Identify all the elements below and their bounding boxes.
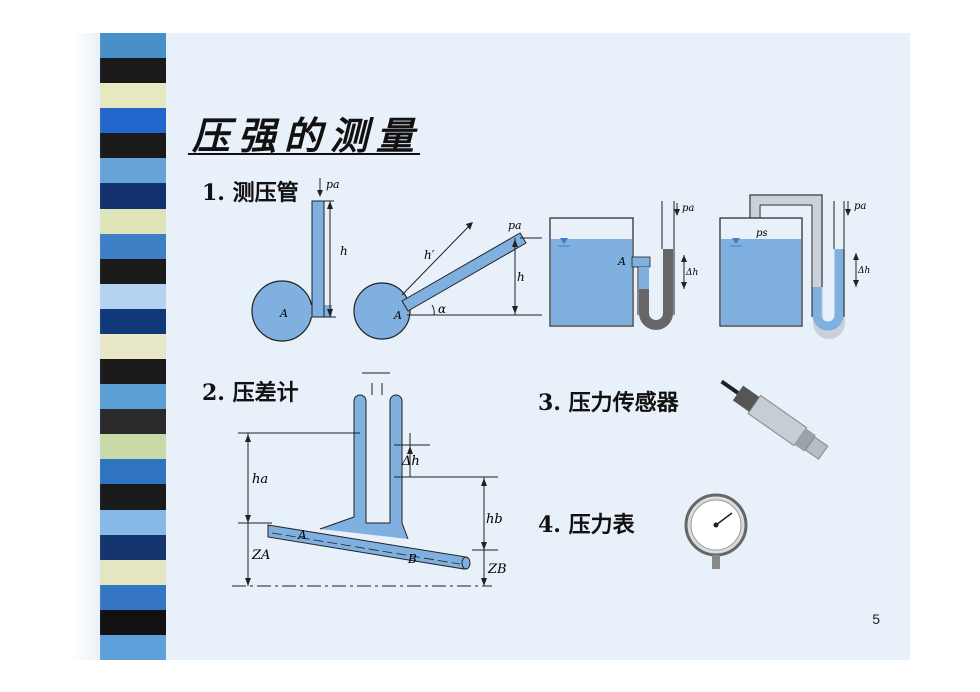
stripe (100, 384, 166, 410)
point-a-label: A (297, 528, 307, 542)
stripe (100, 259, 166, 285)
section-label-pressure-sensor: 3. 压力传感器 (538, 390, 679, 416)
section-label-piezometer: 1. 测压管 (202, 180, 299, 206)
stripe-fade (72, 33, 102, 660)
h-prime-label: h′ (424, 248, 435, 262)
diagrams-canvas: pa h A h′ pa h A α (232, 178, 870, 587)
delta-h-label: Δh (685, 268, 698, 278)
closed-tank-manometer: pa ps Δh (719, 194, 870, 339)
stripe (100, 209, 166, 235)
tank-u-manometer: pa A Δh (549, 201, 698, 330)
differential-manometer: Δh ha hb ZA ZB A B (232, 372, 507, 587)
pressure-sensor-icon (720, 379, 829, 460)
stripe (100, 58, 166, 84)
ha-label: ha (252, 472, 268, 487)
section-label-pressure-gauge: 4. 压力表 (538, 512, 635, 538)
slant-arrow (401, 222, 473, 296)
inclined-tube (401, 232, 527, 312)
pa-label: pa (326, 178, 340, 191)
stripe (100, 635, 166, 660)
stripe (100, 459, 166, 485)
point-b-label: B (407, 552, 417, 566)
stripe (100, 535, 166, 561)
piezometer-inclined: h′ pa h A α (353, 219, 542, 340)
title-underline (188, 153, 420, 155)
stripe (100, 334, 166, 360)
stripe (100, 133, 166, 159)
stripe (100, 309, 166, 335)
stripe (100, 434, 166, 460)
stripe (100, 510, 166, 536)
point-a-label: A (279, 307, 288, 320)
hb-label: hb (486, 512, 503, 527)
tank-fluid (551, 239, 632, 325)
zb-label: ZB (487, 562, 507, 577)
section-label-differential-manometer: 2. 压差计 (202, 380, 299, 406)
stripe (100, 484, 166, 510)
stripe (100, 83, 166, 109)
vertical-tube (311, 200, 325, 318)
za-label: ZA (251, 548, 270, 563)
pressure-gauge-icon (684, 493, 748, 569)
stripe (100, 234, 166, 260)
stripe (100, 359, 166, 385)
pa-label: pa (508, 219, 522, 232)
point-a-label: A (393, 309, 402, 322)
pa-label: pa (854, 201, 866, 212)
alpha-label: α (438, 302, 446, 316)
stripe (100, 33, 166, 59)
piezometer-vertical: pa h A (251, 178, 348, 342)
stripe (100, 284, 166, 310)
ps-label: ps (756, 228, 768, 239)
pa-label: pa (682, 203, 694, 214)
stripe (100, 158, 166, 184)
stripe (100, 585, 166, 611)
decorative-stripe-bar (72, 33, 168, 660)
stripe (100, 183, 166, 209)
stripe (100, 108, 166, 134)
delta-h-label: Δh (857, 266, 870, 276)
tank-fluid (721, 239, 801, 325)
h-label: h (340, 244, 348, 258)
stripe (100, 610, 166, 636)
h-label: h (517, 270, 525, 284)
stripe (100, 560, 166, 586)
slide: 压强的测量 1. 测压管 2. 压差计 3. 压力传感器 4. 压力表 5 pa… (72, 33, 910, 660)
point-a-label: A (617, 255, 626, 268)
inclined-pipe (267, 524, 467, 570)
slide-title: 压强的测量 (192, 113, 423, 158)
page-number: 5 (872, 611, 880, 627)
vessel-circle (353, 282, 411, 340)
stripe (100, 409, 166, 435)
delta-h-label: Δh (401, 454, 420, 469)
